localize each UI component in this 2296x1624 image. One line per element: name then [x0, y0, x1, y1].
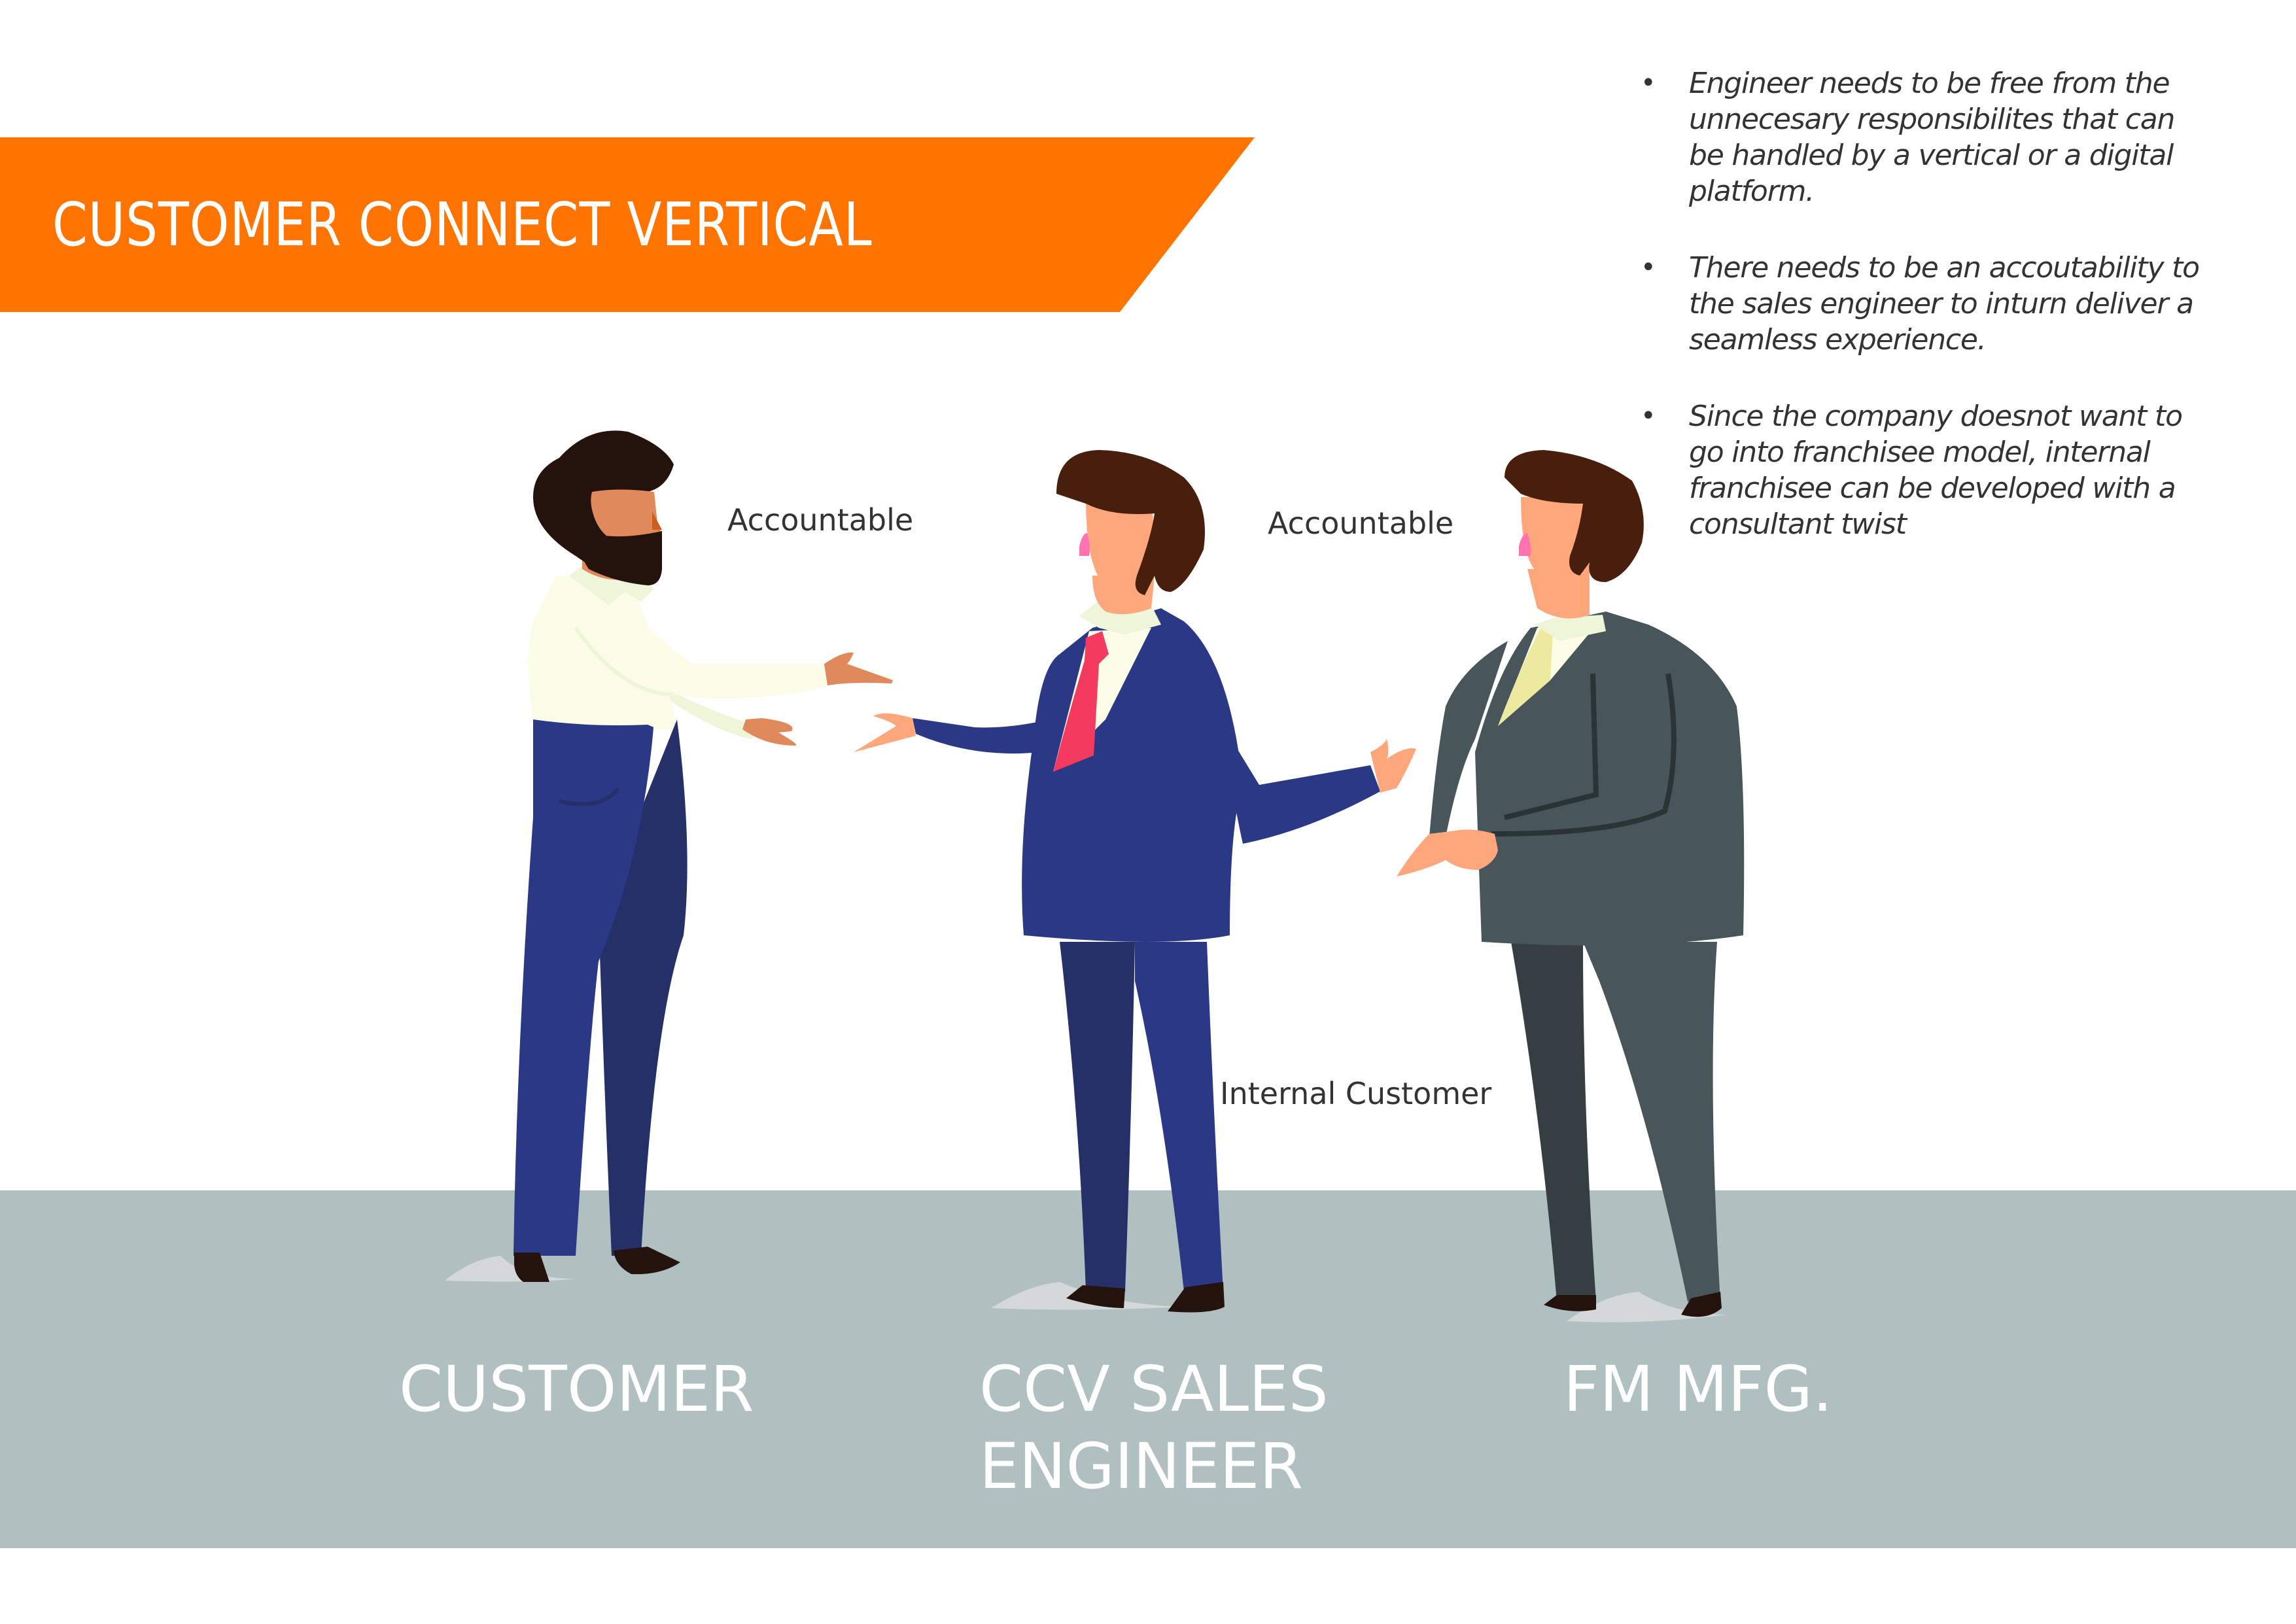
note-text: Since the company doesnot want to go int… [1689, 400, 2183, 541]
shadow-customer [445, 1256, 576, 1282]
note-item: • There needs to be an accoutability to … [1635, 250, 2211, 358]
mfg-figure [1397, 450, 1745, 1317]
note-item: • Since the company doesnot want to go i… [1635, 398, 2211, 542]
role-customer: CUSTOMER [399, 1353, 754, 1426]
bullet-icon: • [1641, 401, 1656, 431]
notes-list: • Engineer needs to be free from the unn… [1635, 65, 2211, 583]
label-customer-accountable: Accountable [727, 502, 914, 538]
role-engineer-line2: ENGINEER [979, 1430, 1303, 1503]
banner-shape [0, 137, 1255, 312]
role-mfg: FM MFG. [1563, 1353, 1833, 1426]
bullet-icon: • [1641, 252, 1656, 283]
note-text: Engineer needs to be free from the unnec… [1689, 67, 2175, 208]
label-internal-customer: Internal Customer [1220, 1076, 1492, 1111]
floor-band [0, 1190, 2296, 1548]
page-title: CUSTOMER CONNECT VERTICAL [52, 190, 873, 260]
bullet-icon: • [1641, 68, 1656, 98]
note-item: • Engineer needs to be free from the unn… [1635, 65, 2211, 209]
customer-figure [513, 430, 893, 1282]
title-banner: CUSTOMER CONNECT VERTICAL [0, 137, 1256, 312]
engineer-figure [854, 450, 1416, 1313]
label-engineer-accountable: Accountable [1268, 506, 1454, 541]
note-text: There needs to be an accoutability to th… [1689, 251, 2200, 356]
role-engineer-line1: CCV SALES [979, 1353, 1329, 1426]
